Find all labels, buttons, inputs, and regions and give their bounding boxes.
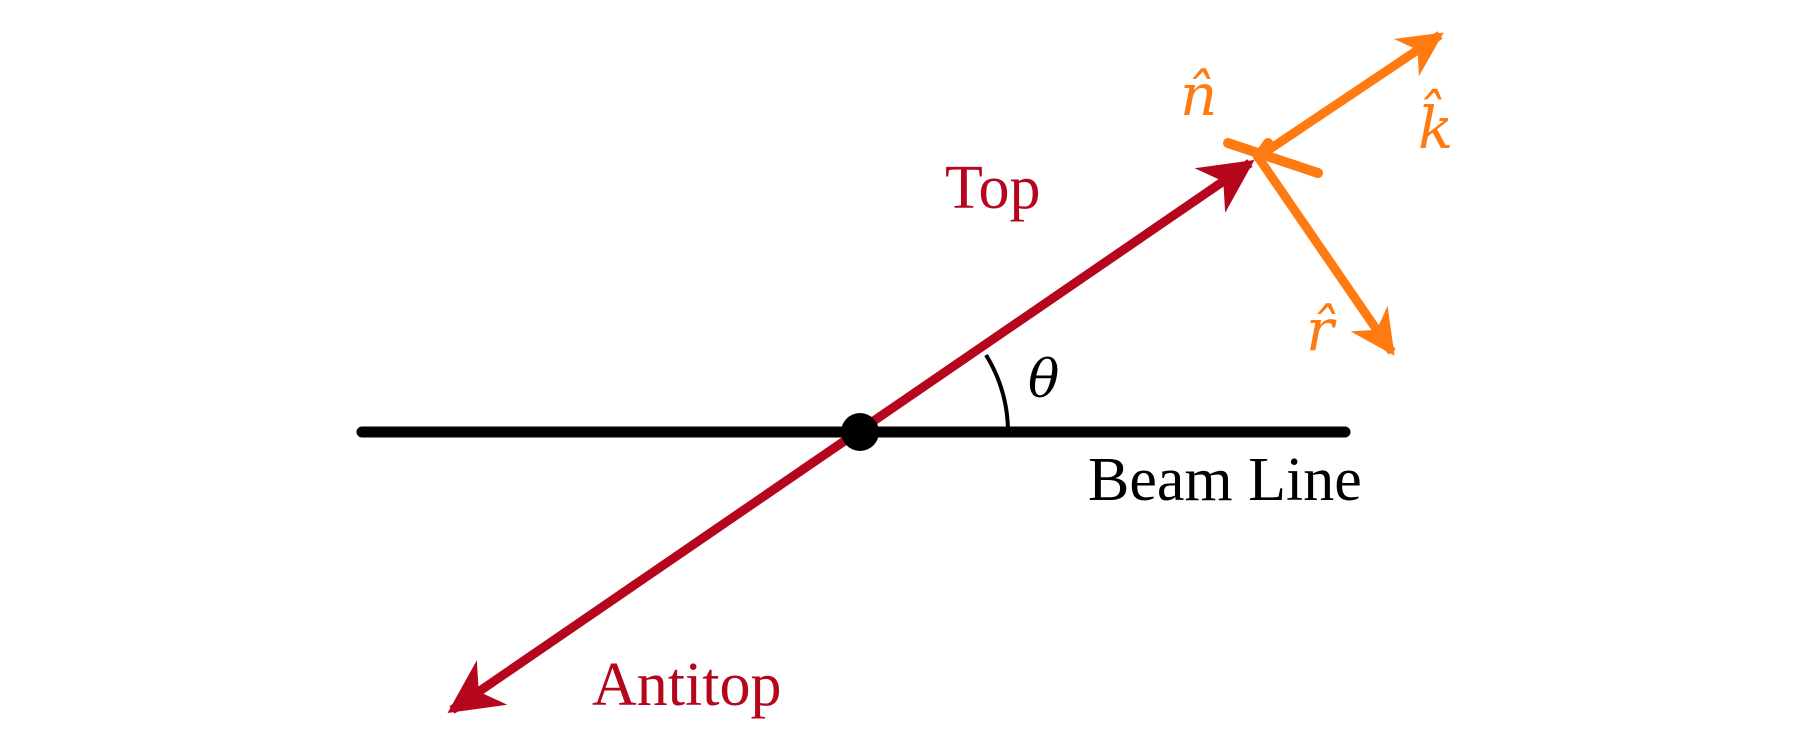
theta-angle-arc xyxy=(984,353,1010,433)
n-hat-marker xyxy=(1223,138,1323,178)
n-hat-marker-cross xyxy=(1253,138,1273,162)
r-hat-vector xyxy=(1254,154,1396,356)
k-hat-vector xyxy=(1255,31,1444,161)
top-label: Top xyxy=(945,154,1041,222)
beam-line-label: Beam Line xyxy=(1088,446,1362,514)
theta-label: θ xyxy=(1028,350,1059,410)
k-hat-label: k̂ xyxy=(1418,88,1453,162)
r-hat-label: r̂ xyxy=(1306,296,1337,364)
antitop-label: Antitop xyxy=(592,651,781,719)
n-hat-label: n̂ xyxy=(1180,61,1217,129)
interaction-point xyxy=(841,413,879,451)
